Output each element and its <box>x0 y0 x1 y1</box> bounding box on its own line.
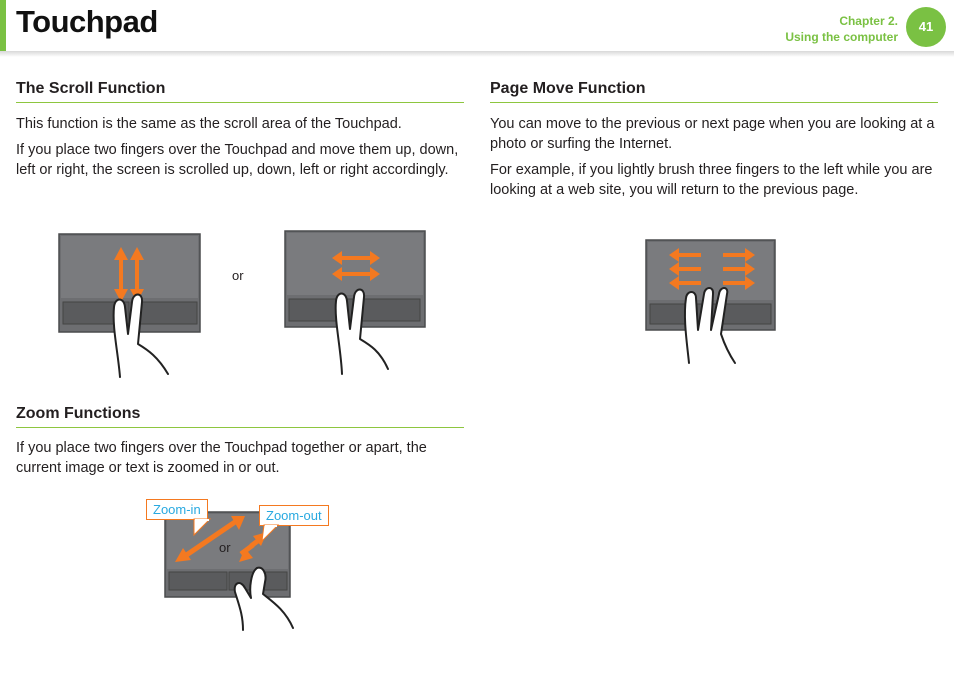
three-finger-hand-icon <box>683 287 736 364</box>
two-finger-hand-icon <box>334 288 389 375</box>
zoom-section-title: Zoom Functions <box>16 405 141 422</box>
scroll-vertical-illustration <box>58 233 201 378</box>
chapter-info: Chapter 2. Using the computer <box>785 13 898 45</box>
page-title: Touchpad <box>16 4 158 39</box>
zoom-or-label: or <box>219 540 231 555</box>
chapter-number: Chapter 2. <box>839 14 898 28</box>
header-divider <box>0 51 954 57</box>
page-forward-arrows-icon <box>723 248 755 290</box>
page-move-paragraph-2: For example, if you lightly brush three … <box>490 162 933 198</box>
page-move-section-title: Page Move Function <box>490 80 646 97</box>
scroll-or-label: or <box>232 268 244 283</box>
touchpad-right-button <box>355 298 421 322</box>
touchpad-left-button <box>62 301 130 325</box>
touchpad-left-button <box>168 571 228 591</box>
horizontal-scroll-arrows-icon <box>332 251 380 281</box>
zoom-paragraph-1: If you place two fingers over the Touchp… <box>16 440 427 476</box>
scroll-paragraph-2: If you place two fingers over the Touchp… <box>16 142 459 178</box>
two-finger-hand-icon <box>112 293 169 378</box>
zoom-in-arrow-icon <box>175 516 245 562</box>
page-move-illustration <box>645 239 776 364</box>
page-back-arrows-icon <box>669 248 701 290</box>
zoom-out-callout: Zoom-out <box>259 505 329 526</box>
zoom-out-callout-pointer <box>261 524 280 543</box>
vertical-scroll-arrows-icon <box>114 247 144 302</box>
header-accent-bar <box>0 0 6 52</box>
scroll-section-title: The Scroll Function <box>16 80 166 97</box>
page-move-paragraph-1: You can move to the previous or next pag… <box>490 116 935 152</box>
page-number-badge: 41 <box>906 7 946 47</box>
scroll-paragraph-1: This function is the same as the scroll … <box>16 116 402 132</box>
page-move-section-rule <box>490 102 938 103</box>
zoom-in-callout-pointer <box>193 518 212 537</box>
chapter-title: Using the computer <box>785 30 898 44</box>
scroll-section-rule <box>16 102 464 103</box>
zoom-section-rule <box>16 427 464 428</box>
pinch-hand-icon <box>233 566 294 631</box>
zoom-in-callout: Zoom-in <box>146 499 208 520</box>
scroll-horizontal-illustration <box>284 230 426 375</box>
